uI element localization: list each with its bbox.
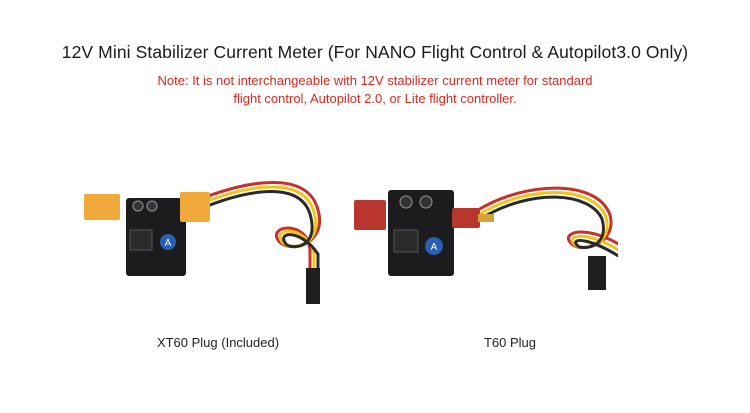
page-title: 12V Mini Stabilizer Current Meter (For N… bbox=[61, 42, 689, 62]
caption-t60: T60 Plug bbox=[483, 335, 537, 350]
xt60-module-illustration: A bbox=[84, 181, 322, 304]
note-line-1: Note: It is not interchangeable with 12V… bbox=[157, 73, 593, 88]
compatibility-note: Note: It is not interchangeable with 12V… bbox=[0, 72, 750, 108]
product-image-t60: A bbox=[348, 160, 618, 310]
note-line-2: flight control, Autopilot 2.0, or Lite f… bbox=[233, 91, 517, 106]
t60-module-illustration: A bbox=[354, 186, 618, 290]
product-image-xt60: A bbox=[78, 160, 348, 310]
caption-xt60: XT60 Plug (Included) bbox=[156, 335, 280, 350]
board-label-a: A bbox=[165, 238, 172, 249]
board-label-a: A bbox=[431, 242, 438, 253]
